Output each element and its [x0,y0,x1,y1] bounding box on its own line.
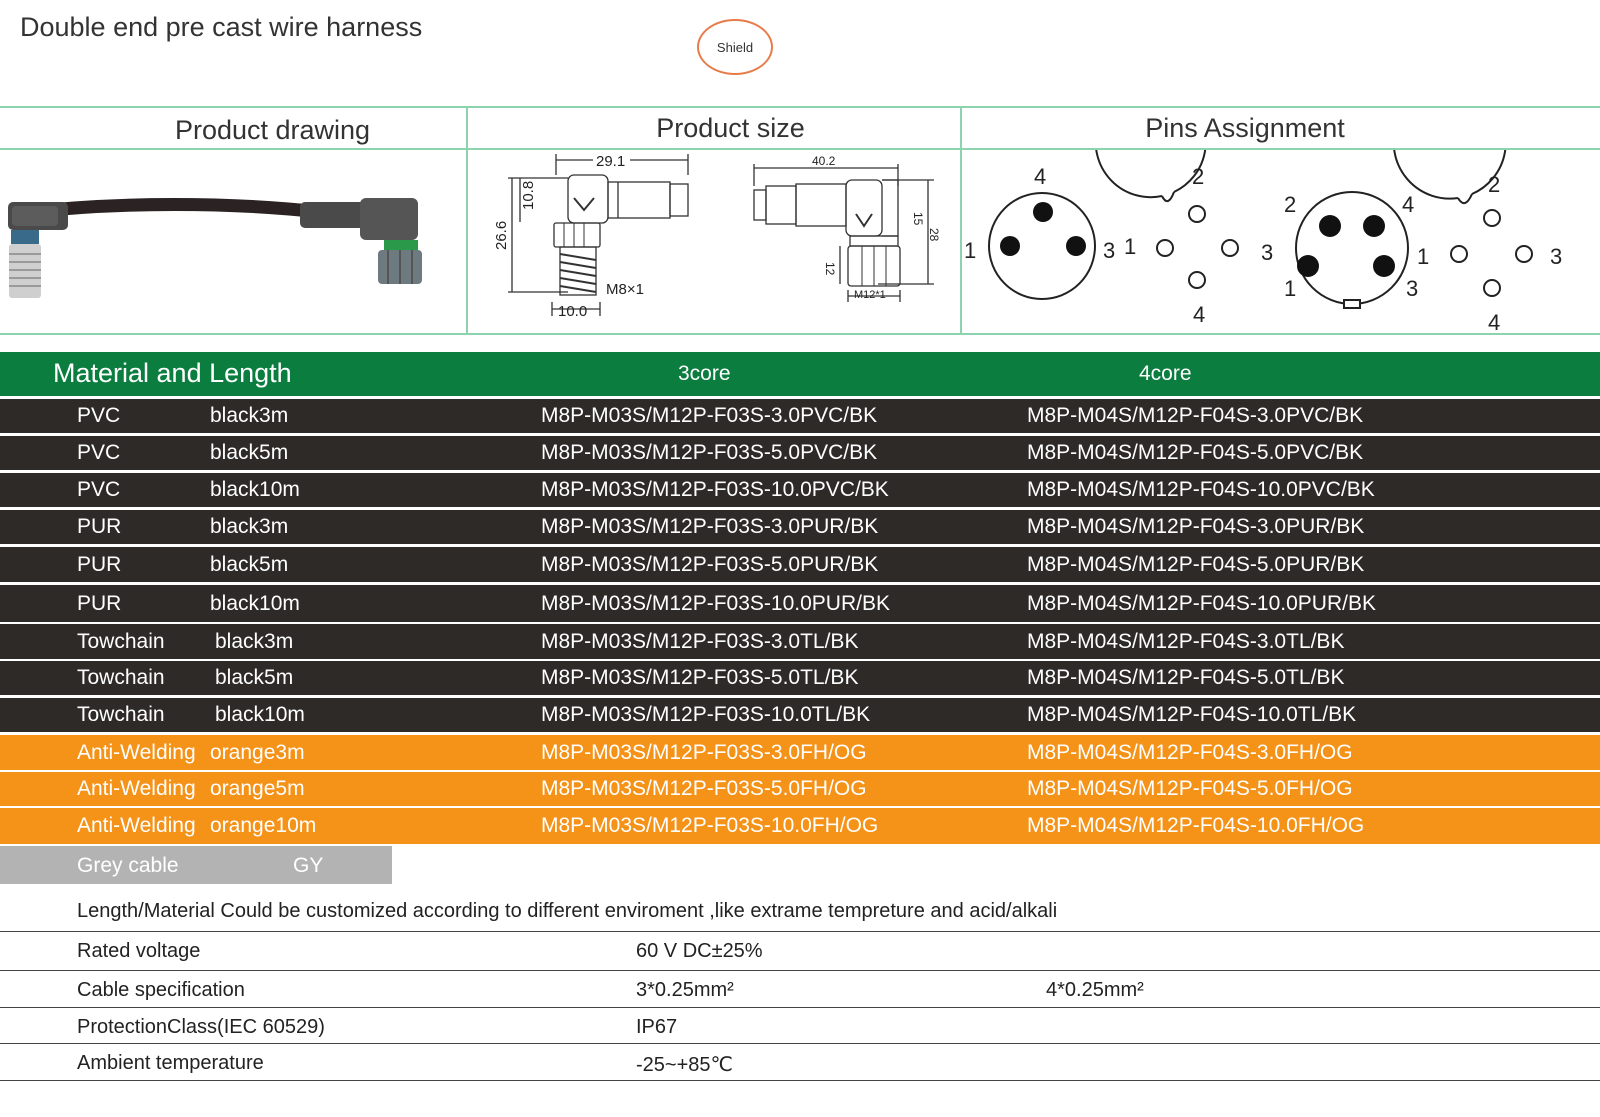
product-size-drawing: 29.1 10.8 26.6 M8×1 10.0 40.2 15 28 12 M… [493,153,941,320]
customization-note: Length/Material Could be customized acco… [77,900,1058,922]
pin-diagram-m8-3pin: 4 1 3 [964,164,1115,300]
table-row: PUR black5m M8P-M03S/M12P-F03S-5.0PUR/BK… [0,547,1600,582]
table-row: Towchain black10m M8P-M03S/M12P-F03S-10.… [0,698,1600,732]
grey-cable-row: Grey cable GY [0,846,392,884]
table-row: Towchain black3m M8P-M03S/M12P-F03S-3.0T… [0,624,1600,659]
table-row: Towchain black5m M8P-M03S/M12P-F03S-5.0T… [0,661,1600,695]
spec-row: Cable specification 3*0.25mm² 4*0.25mm² [0,970,1600,1007]
svg-text:4: 4 [1402,192,1414,217]
svg-text:1: 1 [964,238,976,263]
table-row: Anti-Welding orange10m M8P-M03S/M12P-F03… [0,808,1600,844]
spec-row: ProtectionClass(IEC 60529) IP67 [0,1007,1600,1044]
shield-badge: Shield [697,19,773,75]
dim-26-6: 26.6 [493,221,510,250]
dim-15: 15 [911,212,925,226]
svg-text:2: 2 [1488,172,1500,197]
spec-row: Rated voltage 60 V DC±25% [0,931,1600,968]
section-divider-bottom [0,333,1600,335]
section-divider-top [0,106,1600,108]
pin-diagram-m12-4pin-female: 2 1 3 4 [1393,150,1562,332]
material-header-title: Material and Length [53,358,292,388]
svg-text:4: 4 [1193,302,1205,327]
dim-12: 12 [823,262,837,276]
dim-29-1: 29.1 [596,153,625,170]
svg-text:1: 1 [1284,276,1296,301]
table-row: Anti-Welding orange3m M8P-M03S/M12P-F03S… [0,735,1600,770]
dim-28: 28 [927,228,941,242]
svg-text:3: 3 [1406,276,1418,301]
dim-m12: M12*1 [854,289,886,301]
header-3core: 3core [678,362,731,385]
table-row: PVC black5m M8P-M03S/M12P-F03S-5.0PVC/BK… [0,436,1600,470]
table-row: Anti-Welding orange5m M8P-M03S/M12P-F03S… [0,772,1600,806]
product-drawing-image [8,198,422,298]
svg-text:2: 2 [1284,192,1296,217]
section-title-pins: Pins Assignment [1145,112,1345,143]
svg-text:1: 1 [1124,234,1136,259]
grey-cable-label: Grey cable [77,854,179,877]
section-divider-v2 [960,106,962,335]
material-table-header: Material and Length 3core 4core [0,352,1600,396]
svg-text:4: 4 [1488,310,1500,332]
svg-text:2: 2 [1192,164,1204,189]
svg-text:3: 3 [1261,240,1273,265]
svg-text:3: 3 [1103,238,1115,263]
table-row: PUR black3m M8P-M03S/M12P-F03S-3.0PUR/BK… [0,510,1600,544]
grey-cable-code: GY [293,854,324,877]
page-title: Double end pre cast wire harness [20,12,423,42]
dim-40-2: 40.2 [812,154,836,168]
dim-m8: M8×1 [606,281,644,298]
section-title-drawing: Product drawing [174,114,371,145]
dim-10-0: 10.0 [558,303,587,320]
svg-text:4: 4 [1034,164,1046,189]
dim-10-8: 10.8 [520,181,537,210]
pin-diagram-m12-3pin-female: 2 1 3 4 [1095,150,1273,327]
pins-assignment-diagram: 4 1 3 2 1 3 4 2 4 1 3 2 1 3 [964,150,1562,332]
section-divider-header [0,148,1600,150]
pin-diagram-m8-4pin: 2 4 1 3 [1284,191,1418,309]
table-row: PVC black10m M8P-M03S/M12P-F03S-10.0PVC/… [0,473,1600,507]
svg-text:1: 1 [1417,244,1429,269]
header-4core: 4core [1139,362,1192,385]
svg-text:3: 3 [1550,244,1562,269]
table-row: PUR black10m M8P-M03S/M12P-F03S-10.0PUR/… [0,585,1600,622]
section-title-size: Product size [656,112,805,143]
spec-row: Ambient temperature -25~+85℃ [0,1043,1600,1081]
table-row: PVC black3m M8P-M03S/M12P-F03S-3.0PVC/BK… [0,399,1600,433]
section-divider-v1 [466,106,468,335]
